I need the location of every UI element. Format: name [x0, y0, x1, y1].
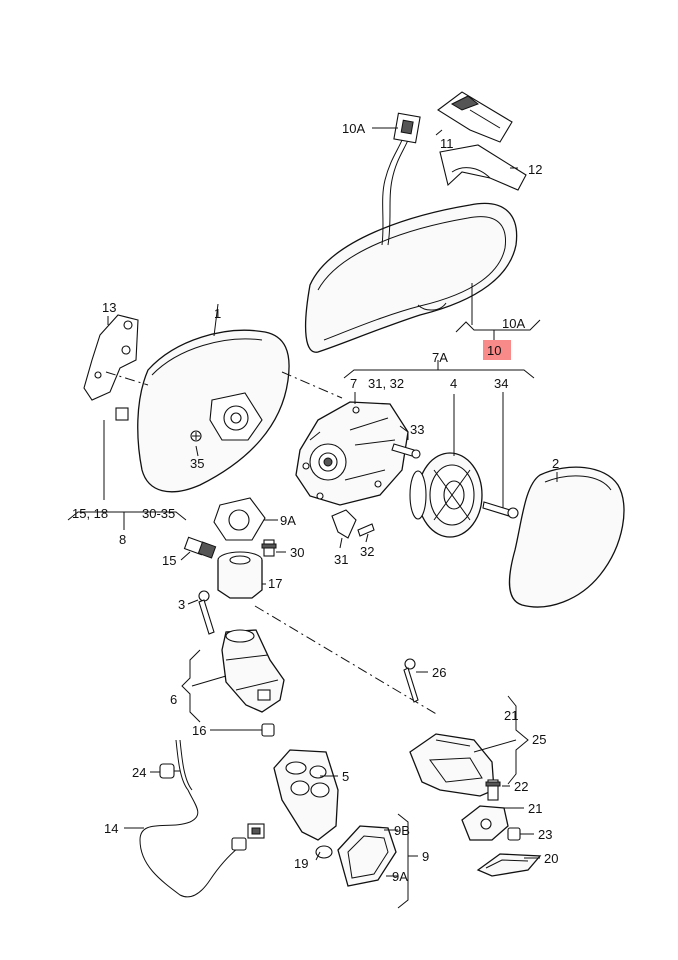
label-10a-top[interactable]: 10A [342, 121, 365, 136]
label-8[interactable]: 8 [119, 532, 126, 547]
align-line [105, 371, 149, 386]
label-15-18[interactable]: 15, 18 [72, 506, 108, 521]
label-32[interactable]: 32 [360, 544, 374, 559]
mirror-glass-2 [508, 466, 625, 608]
clip-24 [159, 763, 180, 779]
label-31[interactable]: 31 [334, 552, 348, 567]
label-13[interactable]: 13 [102, 300, 116, 315]
mirror-housing [137, 303, 290, 493]
label-7a[interactable]: 7A [432, 350, 448, 365]
label-9a-top[interactable]: 9A [280, 513, 296, 528]
seal-20 [476, 853, 542, 877]
screw-22 [485, 779, 501, 801]
label-11[interactable]: 11 [440, 136, 454, 151]
label-26[interactable]: 26 [432, 665, 446, 680]
label-33[interactable]: 33 [410, 422, 424, 437]
bolt-34 [482, 501, 519, 519]
label-19[interactable]: 19 [294, 856, 308, 871]
label-6[interactable]: 6 [170, 692, 177, 707]
cap-16 [261, 723, 275, 737]
label-4[interactable]: 4 [450, 376, 457, 391]
label-23[interactable]: 23 [538, 827, 552, 842]
plate-9b [337, 825, 397, 887]
mount-25 [409, 733, 495, 797]
base-cover-5 [273, 749, 339, 841]
label-17[interactable]: 17 [268, 576, 282, 591]
label-10[interactable]: 10 [487, 343, 501, 358]
screw-3 [198, 590, 215, 635]
adjustment-motor-7 [295, 401, 409, 506]
bolt-31-32 [331, 509, 375, 539]
mirror-mount-clip [437, 91, 513, 143]
label-9b[interactable]: 9B [394, 823, 410, 838]
interior-mirror [304, 202, 518, 353]
align-line [254, 605, 439, 716]
label-9[interactable]: 9 [422, 849, 429, 864]
screw-33 [391, 443, 421, 459]
label-21-bottom[interactable]: 21 [528, 801, 542, 816]
label-3[interactable]: 3 [178, 597, 185, 612]
glass-carrier-4 [409, 452, 483, 538]
label-30-35[interactable]: 30-35 [142, 506, 175, 521]
leader-lines [67, 129, 558, 909]
label-12[interactable]: 12 [528, 162, 542, 177]
label-35[interactable]: 35 [190, 456, 204, 471]
label-25[interactable]: 25 [532, 732, 546, 747]
bracket-21 [461, 805, 509, 841]
label-22[interactable]: 22 [514, 779, 528, 794]
part-labels: 10A 11 12 10A 10 13 1 7A 7 31, 32 4 34 3… [72, 121, 559, 884]
label-15[interactable]: 15 [162, 553, 176, 568]
label-2[interactable]: 2 [552, 456, 559, 471]
connector-15 [183, 536, 217, 559]
label-7[interactable]: 7 [350, 376, 357, 391]
seal-19 [315, 845, 333, 859]
mirror-cable-connector [372, 112, 421, 246]
screw-26 [403, 658, 419, 703]
label-24[interactable]: 24 [132, 765, 146, 780]
cap-23 [507, 827, 521, 841]
label-20[interactable]: 20 [544, 851, 558, 866]
highlight-box [483, 340, 511, 360]
label-9a-bottom[interactable]: 9A [392, 869, 408, 884]
label-10a-right[interactable]: 10A [502, 316, 525, 331]
screw-35 [190, 430, 202, 442]
turret-17 [217, 551, 263, 599]
label-21-top[interactable]: 21 [504, 708, 518, 723]
label-34[interactable]: 34 [494, 376, 508, 391]
label-14[interactable]: 14 [104, 821, 118, 836]
harness-14 [139, 739, 265, 898]
motor-6 [221, 629, 285, 713]
mirror-mount-cover [439, 144, 527, 191]
label-1[interactable]: 1 [214, 306, 221, 321]
label-16[interactable]: 16 [192, 723, 206, 738]
label-5[interactable]: 5 [342, 769, 349, 784]
screw-30 [261, 539, 277, 557]
label-30[interactable]: 30 [290, 545, 304, 560]
gasket-9a [213, 497, 266, 541]
clip-15-18 [115, 407, 129, 421]
bracket-13 [83, 314, 139, 401]
align-line [281, 371, 343, 399]
label-31-32-top[interactable]: 31, 32 [368, 376, 404, 391]
